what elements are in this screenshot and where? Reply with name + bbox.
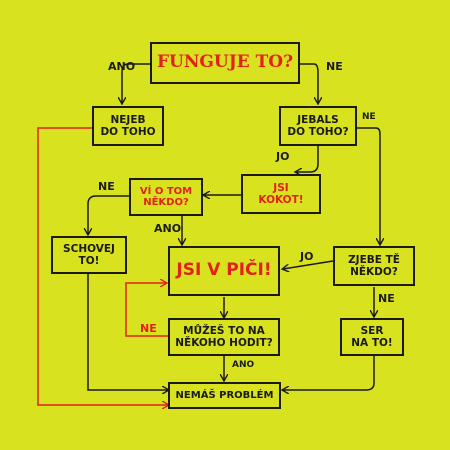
edge-jebals-ne xyxy=(357,127,380,244)
label-ne-zjebe: NE xyxy=(378,292,395,305)
node-nemas-problem: NEMÁŠ PROBLÉM xyxy=(168,382,281,409)
edge-schovej-nemas xyxy=(87,272,168,390)
node-schovej-to: SCHOVEJ TO! xyxy=(51,236,127,274)
label-jo-zjebe: JO xyxy=(300,250,314,263)
edge-funguje-ano xyxy=(122,63,150,103)
node-vi-o-tom-nekdo: VÍ O TOM NĚKDO? xyxy=(129,178,203,216)
edge-jebals-jo xyxy=(296,144,319,172)
label-ano-vi: ANO xyxy=(154,222,182,235)
label-ano-muzes: ANO xyxy=(232,360,255,370)
edge-vi-ne xyxy=(88,195,129,234)
node-zjebe-te-nekdo: ZJEBE TĚ NĚKDO? xyxy=(333,246,415,286)
node-funguje-to: FUNGUJE TO? xyxy=(150,42,300,84)
label-ne-top: NE xyxy=(326,60,343,73)
node-jsi-kokot: JSI KOKOT! xyxy=(241,174,321,214)
node-nejeb-do-toho: NEJEB DO TOHO xyxy=(92,106,164,146)
node-jebals-do-toho: JEBALS DO TOHO? xyxy=(279,106,357,146)
label-ne-muzes: NE xyxy=(140,322,157,335)
node-jsi-v-pici: JSI V PIČI! xyxy=(168,246,280,296)
edge-nejeb-nemas xyxy=(37,127,168,405)
label-jo-jebals: JO xyxy=(276,150,290,163)
edge-funguje-ne xyxy=(300,63,318,103)
label-ne-jebals: NE xyxy=(362,112,376,122)
label-ne-vi: NE xyxy=(98,180,115,193)
edge-zjebe-jo xyxy=(283,260,334,269)
label-ano-top: ANO xyxy=(108,60,136,73)
node-ser-na-to: SER NA TO! xyxy=(340,318,404,356)
edge-ser-nemas xyxy=(283,355,375,390)
node-muzes-to-na-nekoho-hodit: MŮŽEŠ TO NA NĚKOHO HODIT? xyxy=(168,318,280,356)
edge-muzes-ne xyxy=(125,283,168,337)
